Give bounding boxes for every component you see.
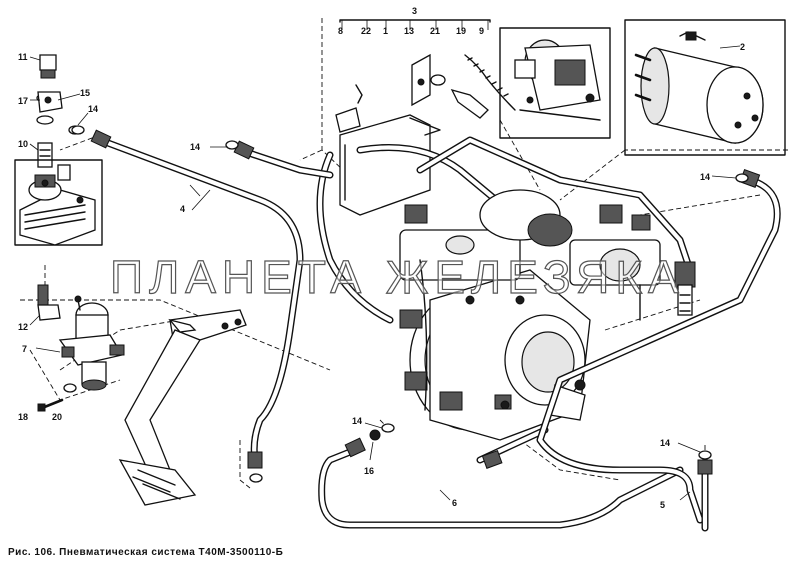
callout-4: 4 [180,204,185,214]
callout-10: 10 [18,139,28,149]
callout-14-b: 14 [190,142,200,152]
reservoir-2-box [624,19,786,156]
callout-6: 6 [452,498,457,508]
callout-labels: 11 17 15 14 10 12 7 18 20 4 14 3 8 22 1 … [18,6,745,510]
parts-group-3-frame [339,19,491,30]
compressor-detail-box [499,27,611,139]
callout-20: 20 [52,412,62,422]
pipe-4 [96,136,304,464]
washers-14 [71,125,749,483]
callout-14-e: 14 [660,438,670,448]
pipe-5 [536,176,781,532]
callout-1: 1 [383,26,388,36]
callout-18: 18 [18,412,28,422]
callout-14-a: 14 [88,104,98,114]
callout-2: 2 [740,42,745,52]
bolt-18-washer-20 [37,383,77,412]
callout-7: 7 [22,344,27,354]
figure-caption: Рис. 106. Пневматическая система Т40М-35… [8,547,284,558]
leader-lines [29,45,741,501]
watermark: ПЛАНЕТА ЖЕЛЕЗЯКА [109,250,685,303]
callout-17: 17 [18,96,28,106]
brake-valve-7 [58,295,125,391]
callout-5: 5 [660,500,665,510]
callout-9: 9 [479,26,484,36]
brake-pedal [118,309,247,506]
callout-15: 15 [80,88,90,98]
callout-22: 22 [361,26,371,36]
fitting-12 [37,284,61,321]
cylinder-head-detail [14,159,103,246]
callout-13: 13 [404,26,414,36]
callout-19: 19 [456,26,466,36]
pipe-6 [318,426,684,529]
fitting-group-11 [36,54,82,168]
callout-14-c: 14 [700,172,710,182]
callout-16: 16 [364,466,374,476]
callout-11: 11 [18,52,28,62]
callout-14-d: 14 [352,416,362,426]
pipe-upper [236,146,334,179]
callout-12: 12 [18,322,28,332]
callout-21: 21 [430,26,440,36]
callout-3: 3 [412,6,417,16]
pipe-fittings [90,129,761,475]
callout-8: 8 [338,26,343,36]
top-small-parts [335,53,516,136]
